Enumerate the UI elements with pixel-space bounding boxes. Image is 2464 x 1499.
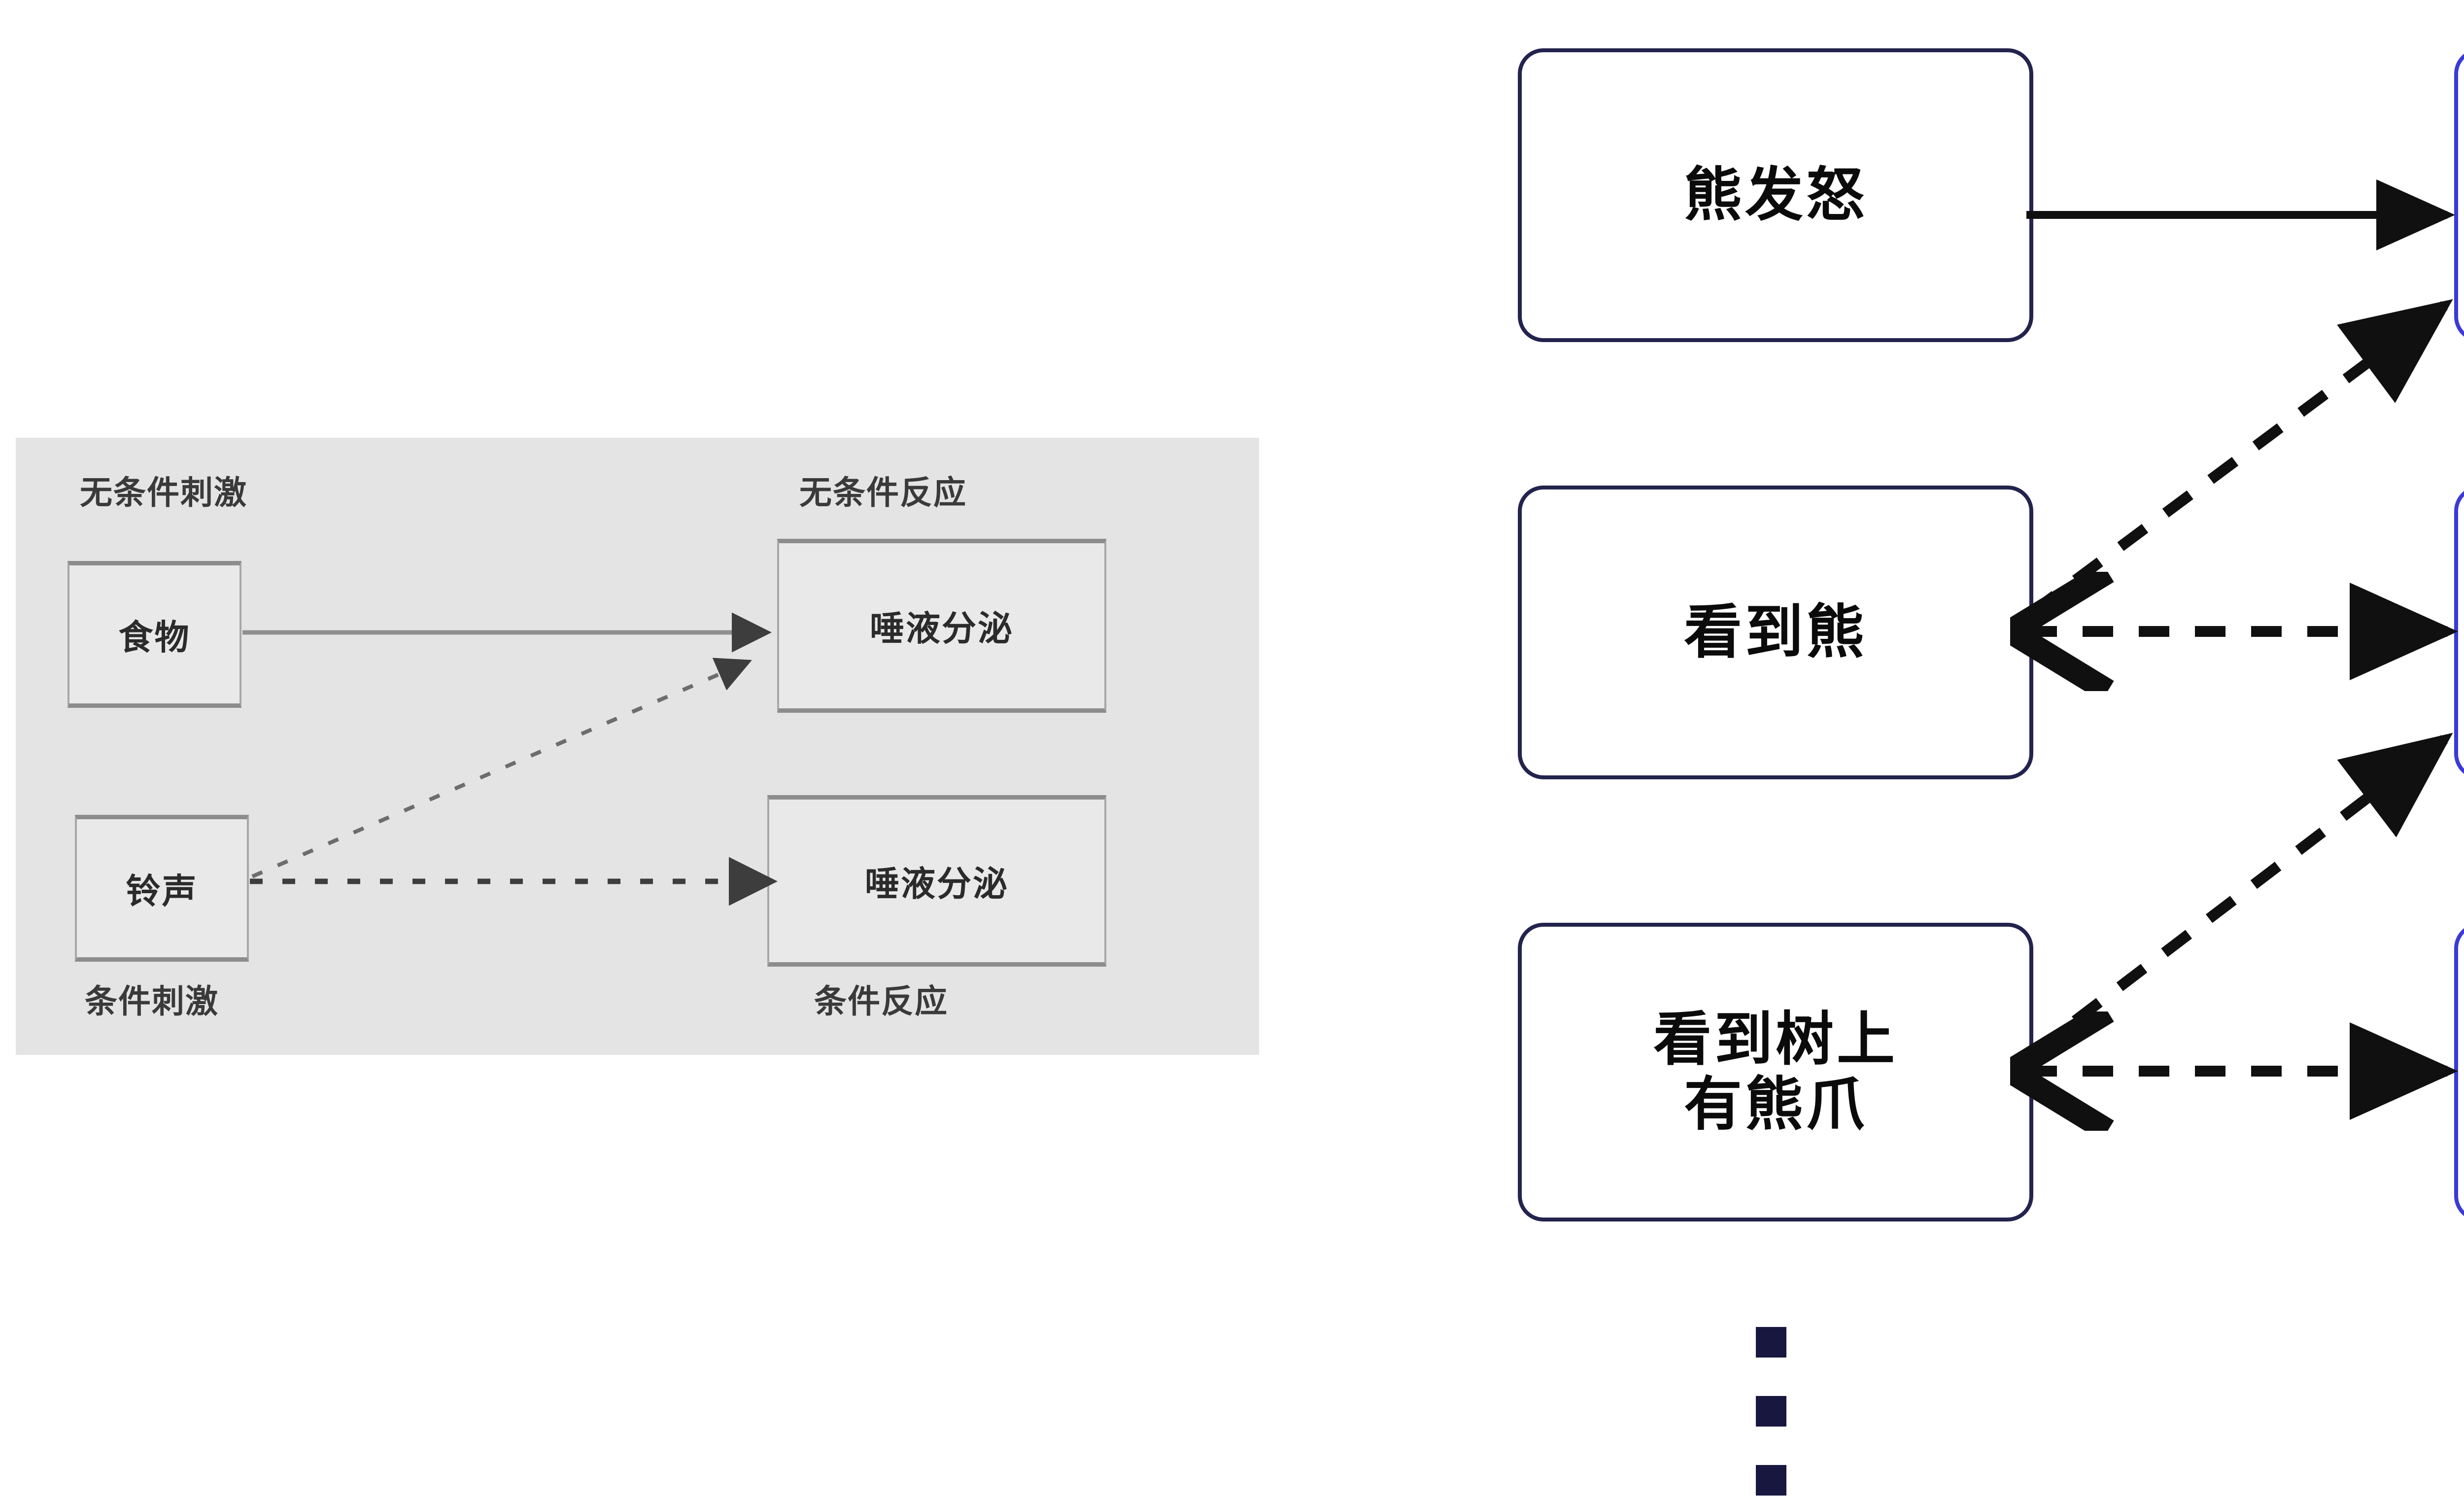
label-conditioned-stimulus: 条件刺激 — [85, 983, 219, 1019]
node-see-claw-on-tree-label: 看到树上 有熊爪 — [1653, 1007, 1898, 1137]
pavlov-box-salivation-top: 唾液分泌 — [777, 539, 1106, 713]
label-unconditioned-response: 无条件反应 — [799, 474, 967, 511]
ellipsis-dot — [1756, 1396, 1786, 1427]
pavlov-conditioning-panel: 无条件刺激 无条件反应 条件刺激 条件反应 食物 唾液分泌 铃声 唾液分泌 — [16, 438, 1259, 1055]
pavlov-box-salivation-bottom: 唾液分泌 — [767, 795, 1106, 967]
arrow-bell-to-unconditioned-response — [251, 658, 753, 878]
edge-see-claw-to-value-s-prime — [2027, 732, 2453, 1059]
node-value-s-prime[interactable]: V(s′) — [2454, 486, 2464, 779]
ellipsis-dot — [1756, 1327, 1786, 1358]
edge-see-bear-to-reward — [2027, 299, 2453, 618]
ellipsis-left-column — [1756, 1327, 1786, 1496]
pavlov-box-bell: 铃声 — [75, 815, 249, 962]
label-unconditioned-stimulus: 无条件刺激 — [80, 474, 247, 511]
node-reward[interactable]: 奖励 — [2454, 48, 2464, 342]
node-bear-angry-label: 熊发怒 — [1683, 162, 1867, 228]
ellipsis-dot — [1756, 1465, 1786, 1496]
pavlov-box-food: 食物 — [68, 561, 241, 708]
node-see-bear-label: 看到熊 — [1683, 599, 1867, 665]
node-see-bear[interactable]: 看到熊 — [1518, 486, 2033, 779]
node-bear-angry[interactable]: 熊发怒 — [1518, 48, 2033, 342]
label-conditioned-response: 条件反应 — [814, 983, 948, 1019]
node-value-s[interactable]: V(s) — [2454, 923, 2464, 1221]
node-see-claw-on-tree[interactable]: 看到树上 有熊爪 — [1518, 923, 2033, 1221]
